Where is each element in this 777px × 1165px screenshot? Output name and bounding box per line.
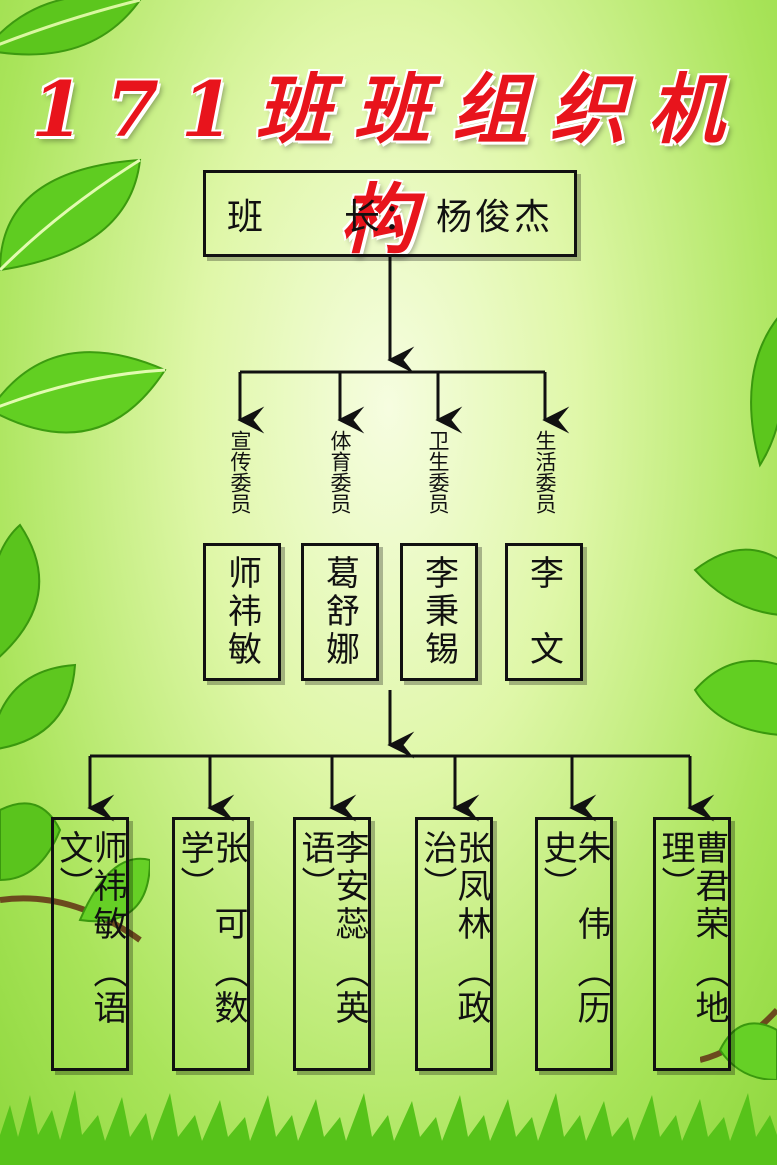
committee-member-box: 李 文 (505, 543, 583, 681)
committee-member-box: 师祎敏 (203, 543, 281, 681)
leaf-decoration-top-left (0, 0, 142, 56)
subject-person-name: 师祎敏 (87, 830, 127, 944)
committee-member-box: 葛舒娜 (301, 543, 379, 681)
subject-person-name: 朱 伟 (571, 830, 611, 944)
subject-box-chinese: 师祎敏（语文） (51, 817, 129, 1071)
committee-member-name: 葛舒娜 (319, 555, 360, 669)
leaf-decoration-right-2 (693, 548, 777, 616)
class-monitor-label: 班 长： (226, 196, 422, 238)
leaf-decoration-bottom-right (700, 1007, 777, 1080)
subject-name: （英语） (295, 830, 369, 1026)
leaf-decoration-right-3 (693, 659, 777, 736)
subject-box-english: 李安蕊（英语） (293, 817, 371, 1071)
subject-name: （语文） (53, 830, 127, 1026)
leaf-decoration-left-3 (0, 523, 41, 658)
committee-member-name: 李 文 (523, 555, 564, 669)
class-monitor-name: 杨俊杰 (436, 196, 554, 238)
leaf-decoration-left-2 (0, 351, 167, 434)
subject-box-politics: 张凤林（政治） (415, 817, 493, 1071)
subject-name: （历史） (537, 830, 611, 1026)
subject-box-geography: 曹君荣（地理） (653, 817, 731, 1071)
subject-person-name: 曹君荣 (689, 830, 729, 944)
subject-name: （地理） (655, 830, 729, 1026)
role-label-publicity: 宣传委员 (228, 430, 252, 514)
class-monitor-box: 班 长： 杨俊杰 (203, 170, 577, 257)
subject-person-name: 张 可 (208, 830, 248, 944)
subject-box-history: 朱 伟（历史） (535, 817, 613, 1071)
page-title: 171班班组织机构 (31, 65, 746, 264)
subject-box-math: 张 可（数学） (172, 817, 250, 1071)
role-label-hygiene: 卫生委员 (426, 430, 450, 514)
subject-person-name: 李安蕊 (329, 830, 369, 944)
leaf-decoration-bottom-left (0, 802, 150, 943)
committee-member-box: 李秉锡 (400, 543, 478, 681)
committee-member-name: 李秉锡 (418, 555, 459, 669)
subject-name: （政治） (417, 830, 491, 1026)
subject-name: （数学） (174, 830, 248, 1026)
leaf-decoration-left-4 (0, 663, 77, 750)
committee-member-name: 师祎敏 (221, 555, 262, 669)
subject-person-name: 张凤林 (451, 830, 491, 944)
leaf-decoration-right-1 (750, 317, 777, 468)
grass-decoration (0, 1090, 777, 1165)
role-label-sports: 体育委员 (328, 430, 352, 514)
role-label-life: 生活委员 (533, 430, 557, 514)
leaf-decoration-left-1 (0, 158, 142, 272)
